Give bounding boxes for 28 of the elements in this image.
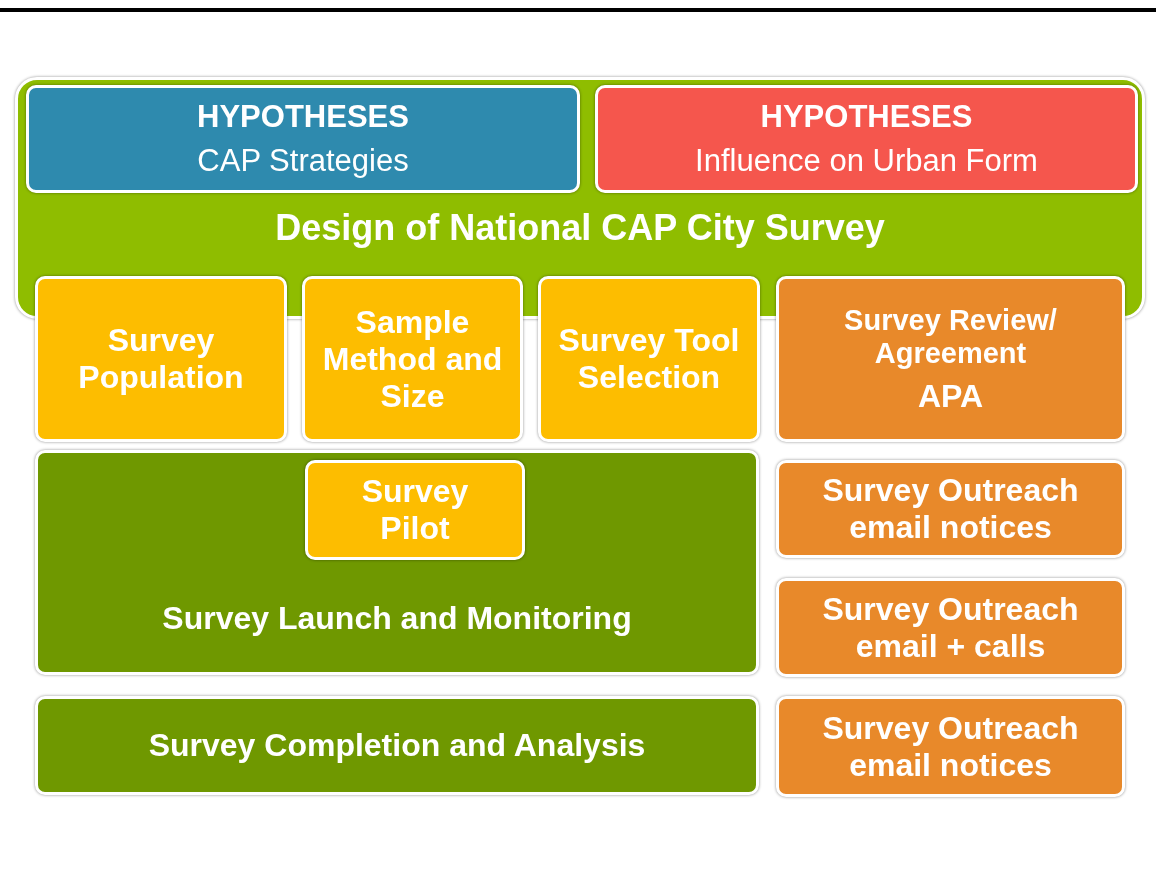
box-title: HYPOTHESES [197,99,409,135]
process-box [776,460,1125,558]
box-title: Survey Pilot [360,473,470,547]
process-box [776,276,1125,442]
box-text: APA [917,377,984,415]
process-box [35,276,287,442]
box-text: CAP Strategies [197,143,409,179]
process-box [776,696,1125,797]
process-box [776,578,1125,677]
box-title: Survey Outreach email + calls [821,590,1080,665]
box-title: Survey Population [77,322,245,396]
process-box [595,85,1138,193]
box-text: Influence on Urban Form [695,143,1038,179]
group-panel [35,450,759,675]
box-title: Design of National CAP City Survey [275,207,885,249]
process-box [26,85,580,193]
box-title: Survey Review/ Agreement [843,303,1058,370]
box-title: HYPOTHESES [760,99,973,135]
process-box [538,276,760,442]
box-title: Survey Outreach email notices [821,709,1080,784]
process-box [302,276,523,442]
box-title: Survey Launch and Monitoring [162,599,632,637]
box-title: Survey Tool Selection [558,322,740,396]
box-title: Survey Outreach email notices [821,472,1080,546]
process-box [305,460,525,560]
box-title: Survey Completion and Analysis [148,727,646,764]
process-box [35,696,759,795]
box-title: Sample Method and Size [321,303,504,415]
